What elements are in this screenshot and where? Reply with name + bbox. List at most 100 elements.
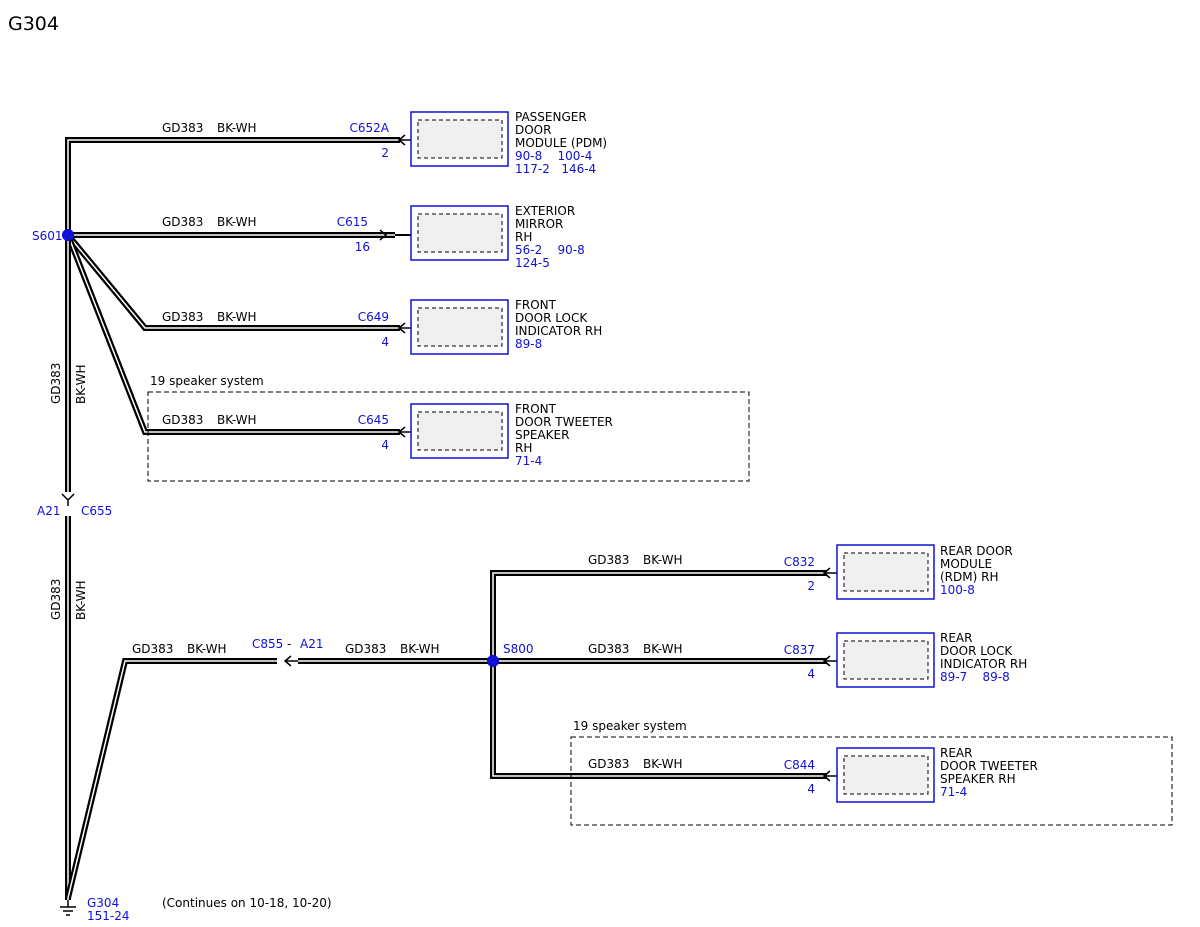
pin-number: 2 xyxy=(381,146,389,160)
splice-s800 xyxy=(487,655,499,667)
wire-color: BK-WH xyxy=(643,642,683,656)
component-rdm-label: REAR DOOR MODULE (RDM) RH 100-8 xyxy=(940,544,1013,597)
svg-text:RH: RH xyxy=(515,230,532,244)
pin-number: 2 xyxy=(807,579,815,593)
wire-circuit: GD383 xyxy=(162,413,203,427)
svg-text:71-4: 71-4 xyxy=(940,785,967,799)
svg-text:FRONT: FRONT xyxy=(515,298,557,312)
arrow-c855 xyxy=(283,655,298,667)
svg-text:SPEAKER RH: SPEAKER RH xyxy=(940,772,1016,786)
pin-number: 16 xyxy=(355,240,370,254)
component-rlock-label: REAR DOOR LOCK INDICATOR RH 89-7 89-8 xyxy=(940,631,1027,684)
wire-circuit: GD383 xyxy=(162,121,203,135)
svg-text:MIRROR: MIRROR xyxy=(515,217,563,231)
svg-text:REAR DOOR: REAR DOOR xyxy=(940,544,1013,558)
wire-color: BK-WH xyxy=(217,413,257,427)
svg-text:PASSENGER: PASSENGER xyxy=(515,110,587,124)
wire-circuit-vertical: GD383 xyxy=(49,579,63,620)
wire-circuit: GD383 xyxy=(162,310,203,324)
connector-label: C652A xyxy=(350,121,390,135)
connector-label: C649 xyxy=(358,310,389,324)
svg-text:117-2 146-4: 117-2 146-4 xyxy=(515,162,596,176)
svg-text:SPEAKER: SPEAKER xyxy=(515,428,569,442)
svg-text:89-8: 89-8 xyxy=(515,337,542,351)
svg-text:89-7 89-8: 89-7 89-8 xyxy=(940,670,1010,684)
pin-number: 4 xyxy=(381,438,389,452)
svg-text:DOOR LOCK: DOOR LOCK xyxy=(940,644,1013,658)
ground-label: G304 xyxy=(87,896,119,910)
connector-label: C844 xyxy=(784,758,815,772)
component-boxes xyxy=(410,111,935,803)
inline-c855-dash: - xyxy=(287,637,291,651)
arrow-c655 xyxy=(61,493,75,506)
wire-circuit: GD383 xyxy=(588,553,629,567)
wire-circuit: GD383 xyxy=(588,642,629,656)
inline-c655-left: A21 xyxy=(37,504,60,518)
wire-color: BK-WH xyxy=(643,553,683,567)
inline-c855-right: A21 xyxy=(300,637,323,651)
svg-text:INDICATOR RH: INDICATOR RH xyxy=(515,324,602,338)
option-label-front: 19 speaker system xyxy=(150,374,264,388)
wire-color: BK-WH xyxy=(187,642,227,656)
connector-arrows xyxy=(61,134,843,782)
option-label-rear: 19 speaker system xyxy=(573,719,687,733)
svg-text:FRONT: FRONT xyxy=(515,402,557,416)
splice-s800-label: S800 xyxy=(503,642,534,656)
wire-color-vertical: BK-WH xyxy=(74,580,88,620)
svg-text:DOOR LOCK: DOOR LOCK xyxy=(515,311,588,325)
connector-label: C645 xyxy=(358,413,389,427)
wire-to-c855 xyxy=(65,658,277,899)
splice-s601-label: S601 xyxy=(32,229,63,243)
svg-text:(RDM) RH: (RDM) RH xyxy=(940,570,998,584)
wire-color-vertical: BK-WH xyxy=(74,364,88,404)
option-box-front xyxy=(147,391,750,482)
wire-color: BK-WH xyxy=(643,757,683,771)
ground-ref: 151-24 xyxy=(87,909,130,923)
svg-text:124-5: 124-5 xyxy=(515,256,550,270)
svg-text:MODULE: MODULE xyxy=(940,557,992,571)
wire-circuit: GD383 xyxy=(132,642,173,656)
option-box-rear xyxy=(570,736,1173,826)
pin-number: 4 xyxy=(381,335,389,349)
pin-number: 4 xyxy=(807,782,815,796)
svg-text:DOOR TWEETER: DOOR TWEETER xyxy=(515,415,613,429)
connector-label: C832 xyxy=(784,555,815,569)
continues-note: (Continues on 10-18, 10-20) xyxy=(162,896,332,910)
arrow-c615 xyxy=(379,229,388,241)
connector-label: C837 xyxy=(784,643,815,657)
wire-tweeter xyxy=(65,233,400,435)
svg-text:RH: RH xyxy=(515,441,532,455)
svg-text:56-2 90-8: 56-2 90-8 xyxy=(515,243,585,257)
svg-text:71-4: 71-4 xyxy=(515,454,542,468)
svg-text:DOOR TWEETER: DOOR TWEETER xyxy=(940,759,1038,773)
wire-color: BK-WH xyxy=(217,215,257,229)
splice-s601 xyxy=(62,229,74,241)
pin-number: 4 xyxy=(807,667,815,681)
svg-text:90-8 100-4: 90-8 100-4 xyxy=(515,149,592,163)
svg-text:100-8: 100-8 xyxy=(940,583,975,597)
svg-text:REAR: REAR xyxy=(940,746,972,760)
wire-circuit: GD383 xyxy=(162,215,203,229)
wire-color: BK-WH xyxy=(400,642,440,656)
svg-text:EXTERIOR: EXTERIOR xyxy=(515,204,575,218)
component-lock-label: FRONT DOOR LOCK INDICATOR RH 89-8 xyxy=(515,298,602,351)
component-mirror-label: EXTERIOR MIRROR RH 56-2 90-8 124-5 xyxy=(515,204,585,270)
svg-text:INDICATOR RH: INDICATOR RH xyxy=(940,657,1027,671)
ground-icon xyxy=(60,900,76,916)
svg-text:DOOR: DOOR xyxy=(515,123,551,137)
connector-label: C615 xyxy=(337,215,368,229)
component-rtweeter-label: REAR DOOR TWEETER SPEAKER RH 71-4 xyxy=(940,746,1038,799)
svg-text:MODULE (PDM): MODULE (PDM) xyxy=(515,136,607,150)
inline-c655-right: C655 xyxy=(81,504,112,518)
component-pdm-label: PASSENGER DOOR MODULE (PDM) 90-8 100-4 1… xyxy=(515,110,607,176)
wire-color: BK-WH xyxy=(217,310,257,324)
wire-circuit: GD383 xyxy=(588,757,629,771)
wire-circuit-vertical: GD383 xyxy=(49,363,63,404)
svg-text:REAR: REAR xyxy=(940,631,972,645)
inline-c855-left: C855 xyxy=(252,637,283,651)
wire-color: BK-WH xyxy=(217,121,257,135)
page-title: G304 xyxy=(8,13,59,35)
wire-circuit: GD383 xyxy=(345,642,386,656)
component-tweeter-label: FRONT DOOR TWEETER SPEAKER RH 71-4 xyxy=(515,402,613,468)
